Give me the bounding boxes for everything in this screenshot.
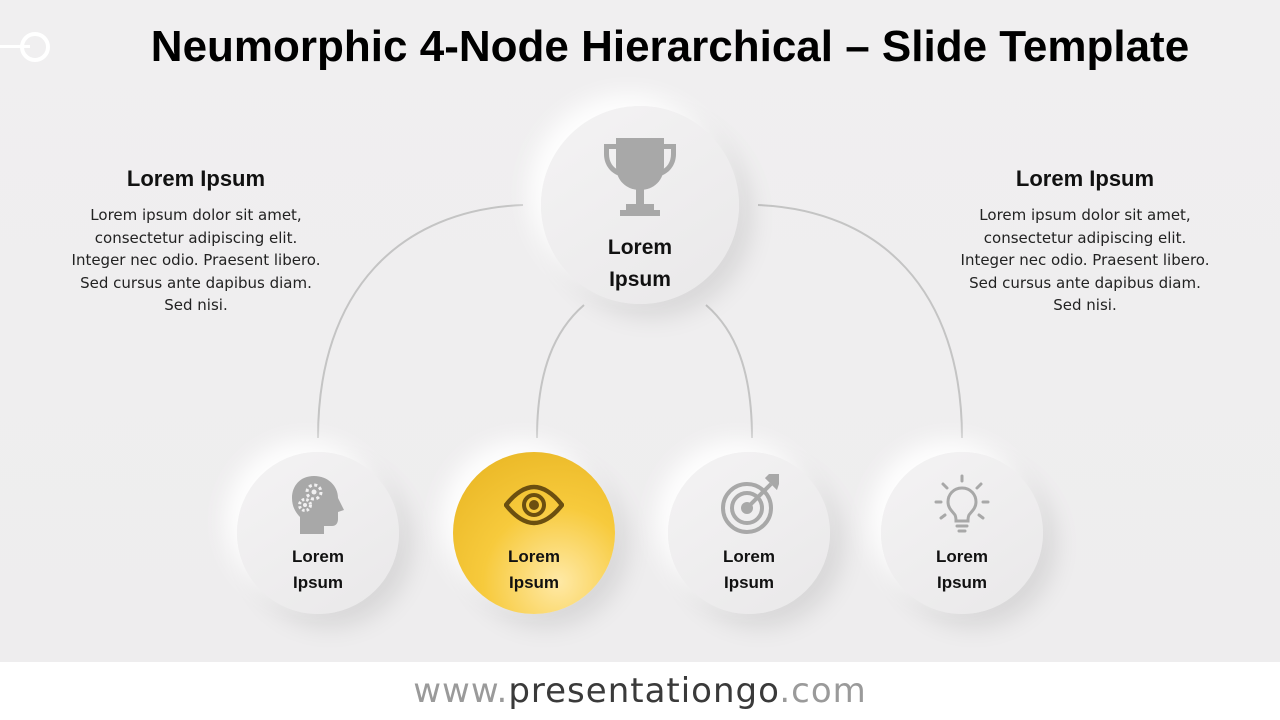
top-node-label: Lorem Ipsum [607,236,673,291]
child-node-1[interactable]: Lorem Ipsum [237,452,399,614]
footer-website[interactable]: www.presentationgo.com [0,662,1280,720]
slide: Neumorphic 4-Node Hierarchical – Slide T… [0,0,1280,662]
left-text-body: Lorem ipsum dolor sit amet, consectetur … [71,206,321,314]
child-node-4-label: Lorem Ipsum [936,547,988,592]
footer-prefix: www. [413,671,509,711]
child-node-2[interactable]: Lorem Ipsum [453,452,615,614]
child-node-1-label: Lorem Ipsum [292,547,344,592]
target-icon [721,474,779,534]
footer-suffix: .com [779,671,867,711]
child-node-4[interactable]: Lorem Ipsum [881,452,1043,614]
left-text-block: Lorem Ipsum Lorem ipsum dolor sit amet, … [66,166,326,317]
connector-lines [317,204,963,439]
connector-inner-right [705,304,753,439]
right-text-title: Lorem Ipsum [1015,166,1155,191]
child-node-3-label: Lorem Ipsum [723,547,775,592]
connector-inner-left [536,304,585,439]
right-text-block: Lorem Ipsum Lorem ipsum dolor sit amet, … [955,166,1215,317]
slide-title: Neumorphic 4-Node Hierarchical – Slide T… [150,22,1190,71]
lightbulb-icon [934,474,990,533]
decorative-line [0,45,30,48]
child-node-2-label: Lorem Ipsum [508,547,560,592]
connector-outer-right [757,204,963,439]
top-node[interactable]: Lorem Ipsum [541,106,739,304]
trophy-icon [604,138,676,216]
left-text-title: Lorem Ipsum [126,166,266,191]
child-node-3[interactable]: Lorem Ipsum [668,452,830,614]
right-text-body: Lorem ipsum dolor sit amet, consectetur … [960,206,1210,314]
footer-domain: presentationgo [508,671,780,711]
decorative-ring-icon [20,32,50,62]
eye-icon [504,484,564,526]
head-gears-icon [292,476,344,534]
connector-outer-left [317,204,524,439]
